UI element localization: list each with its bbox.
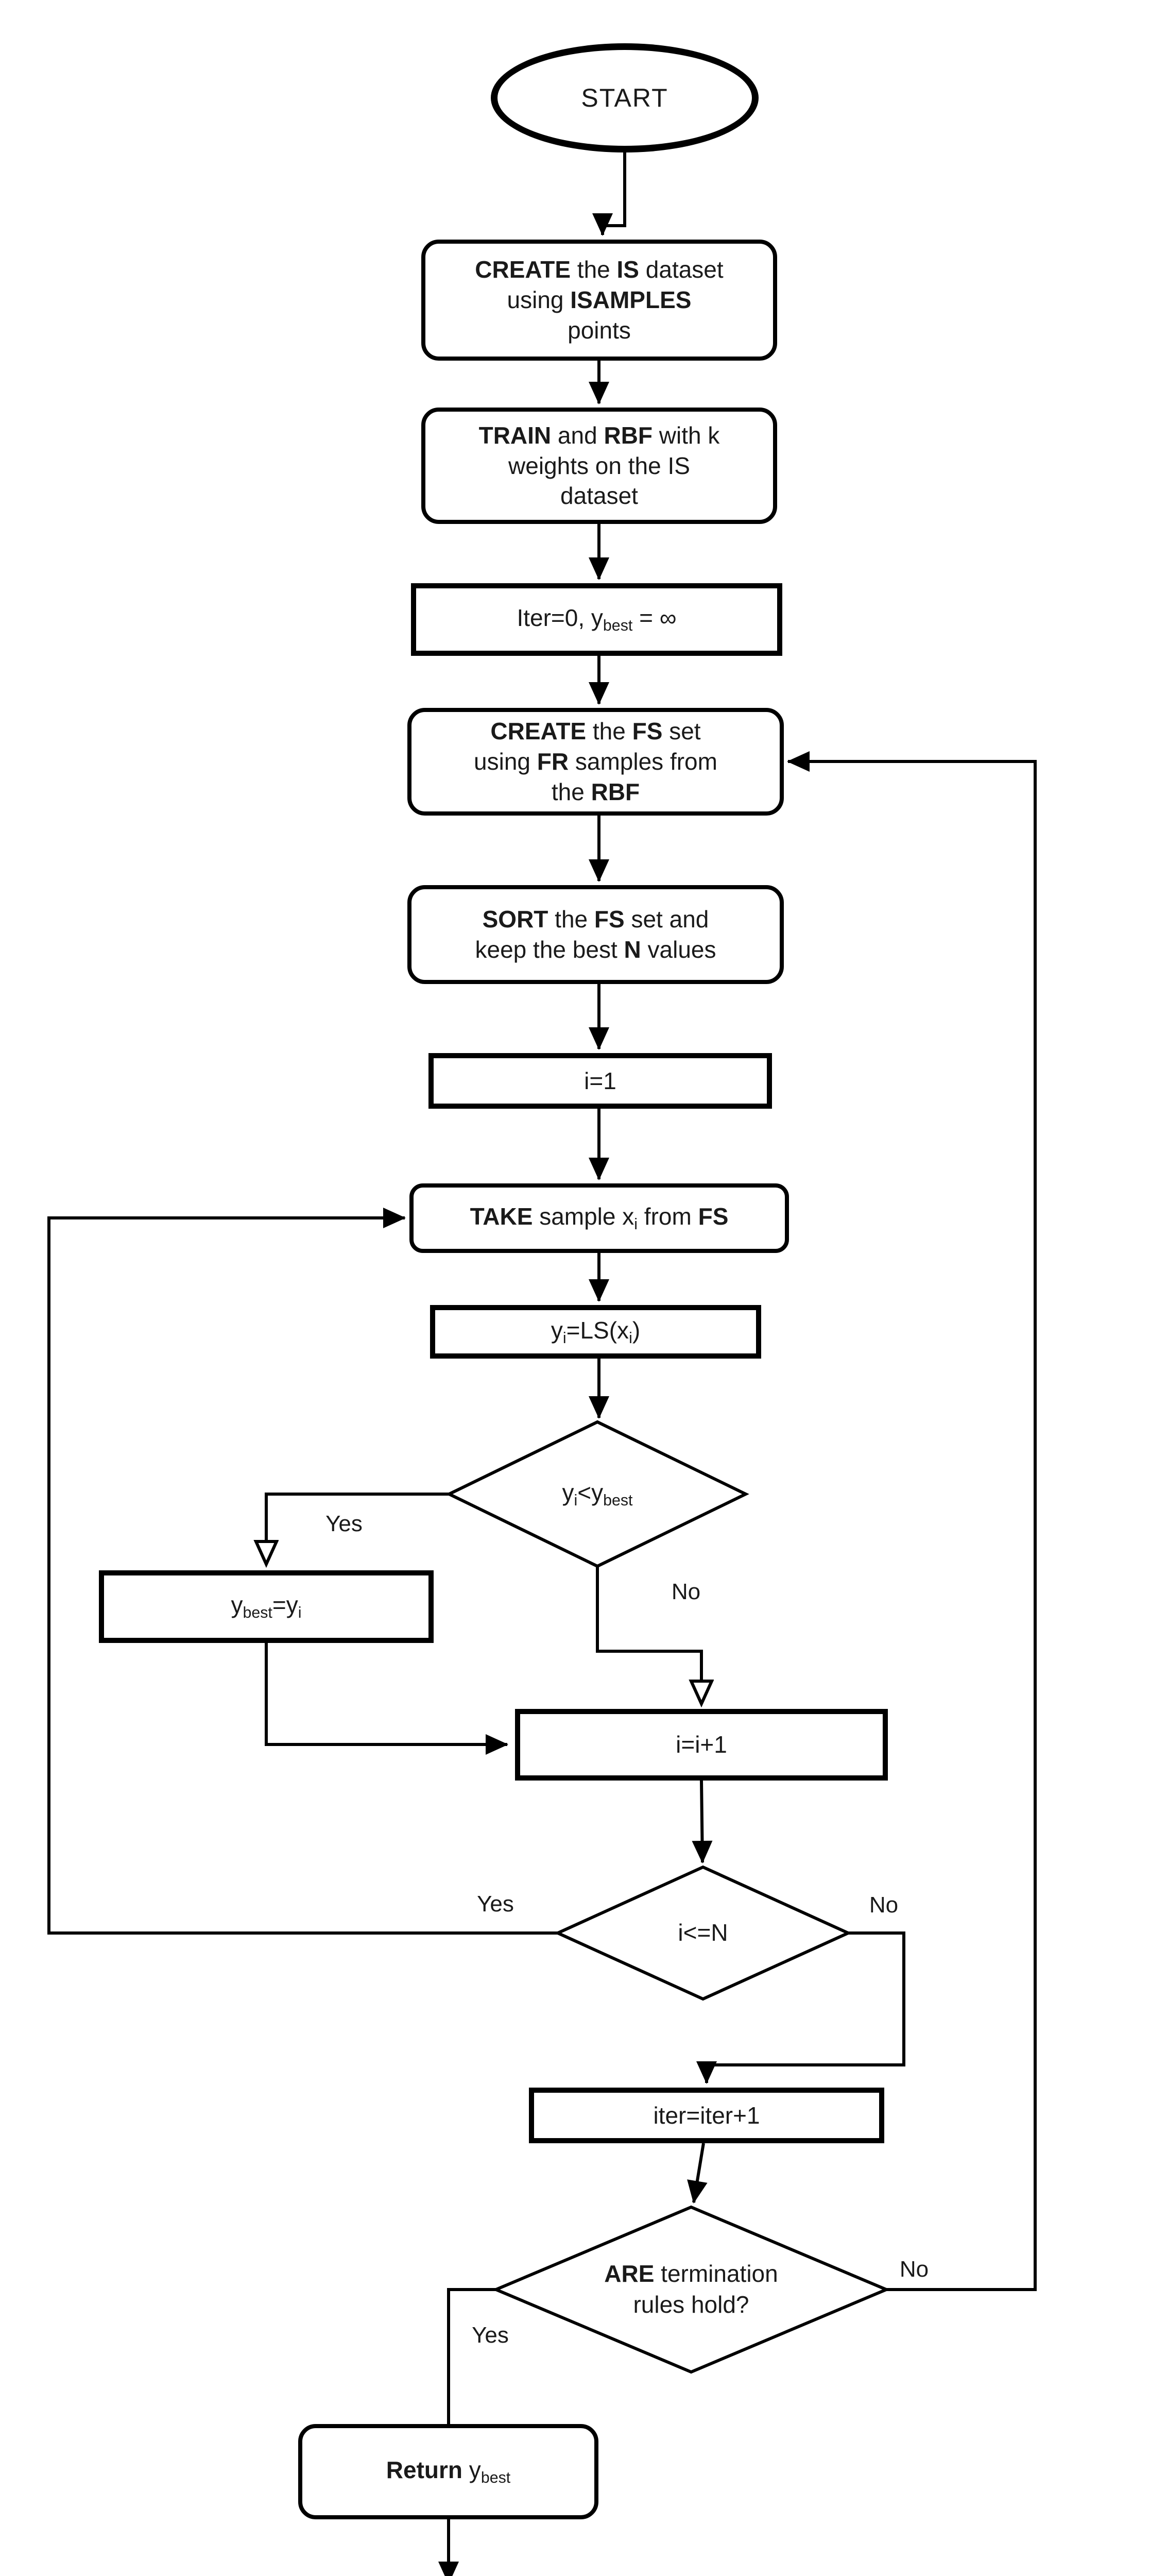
node-update-best: ybest=yi <box>99 1570 434 1643</box>
edge-decision-n-yes <box>47 1208 558 1935</box>
edge-label-decision-best-no: No <box>671 1579 701 1604</box>
node-increment-i: i=i+1 <box>515 1709 888 1781</box>
edge-start-to-create-is <box>592 152 626 236</box>
decision-best-diamond <box>445 1420 749 1568</box>
edge-update-best-to-increment-i <box>265 1643 508 1755</box>
node-init-iter: Iter=0, ybest = ∞ <box>411 583 782 656</box>
edge-decision-n-no <box>696 1931 905 2084</box>
edge-label-decision-term-no: No <box>899 2257 929 2282</box>
node-take-sample: TAKE sample xi from FS <box>409 1183 789 1253</box>
node-local-search: yi=LS(xi) <box>430 1305 761 1359</box>
edge-decision-term-no <box>787 751 1037 2291</box>
edge-label-decision-best-yes: Yes <box>325 1511 363 1536</box>
edge-decision-best-no <box>596 1566 701 1703</box>
edge-increment-iter-to-decision-term <box>687 2143 708 2204</box>
node-start: START <box>491 43 759 152</box>
edge-label-decision-term-yes: Yes <box>472 2323 509 2348</box>
edge-decision-term-yes <box>447 2288 496 2424</box>
edge-decision-best-yes <box>266 1493 449 1563</box>
node-i-init: i=1 <box>428 1053 772 1109</box>
node-increment-iter: iter=iter+1 <box>529 2088 884 2143</box>
edge-label-decision-n-no: No <box>869 1892 899 1918</box>
node-return-best: Return ybest <box>298 2424 598 2519</box>
edge-label-decision-n-yes: Yes <box>477 1891 514 1917</box>
node-decision-best-label: yi<ybest <box>562 1479 633 1509</box>
edge-increment-i-to-decision-n <box>692 1780 713 1863</box>
node-decision-n-label: i<=N <box>678 1919 728 1946</box>
